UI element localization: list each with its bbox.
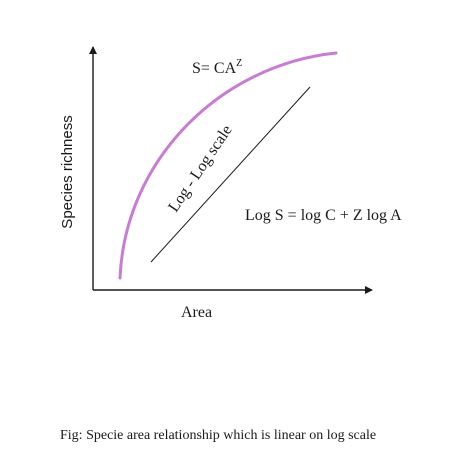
log-equation: Log S = log C + Z log A — [245, 207, 402, 224]
y-axis-label: Species richness — [59, 115, 76, 228]
power-law-equation: S= CAZ — [192, 58, 242, 77]
figure-caption: Fig: Specie area relationship which is l… — [60, 428, 376, 443]
power-law-exponent: Z — [236, 58, 242, 69]
species-area-curve — [118, 51, 338, 280]
x-axis-label: Area — [181, 304, 212, 321]
log-log-line — [150, 86, 311, 263]
power-law-base: S= CA — [192, 60, 237, 77]
